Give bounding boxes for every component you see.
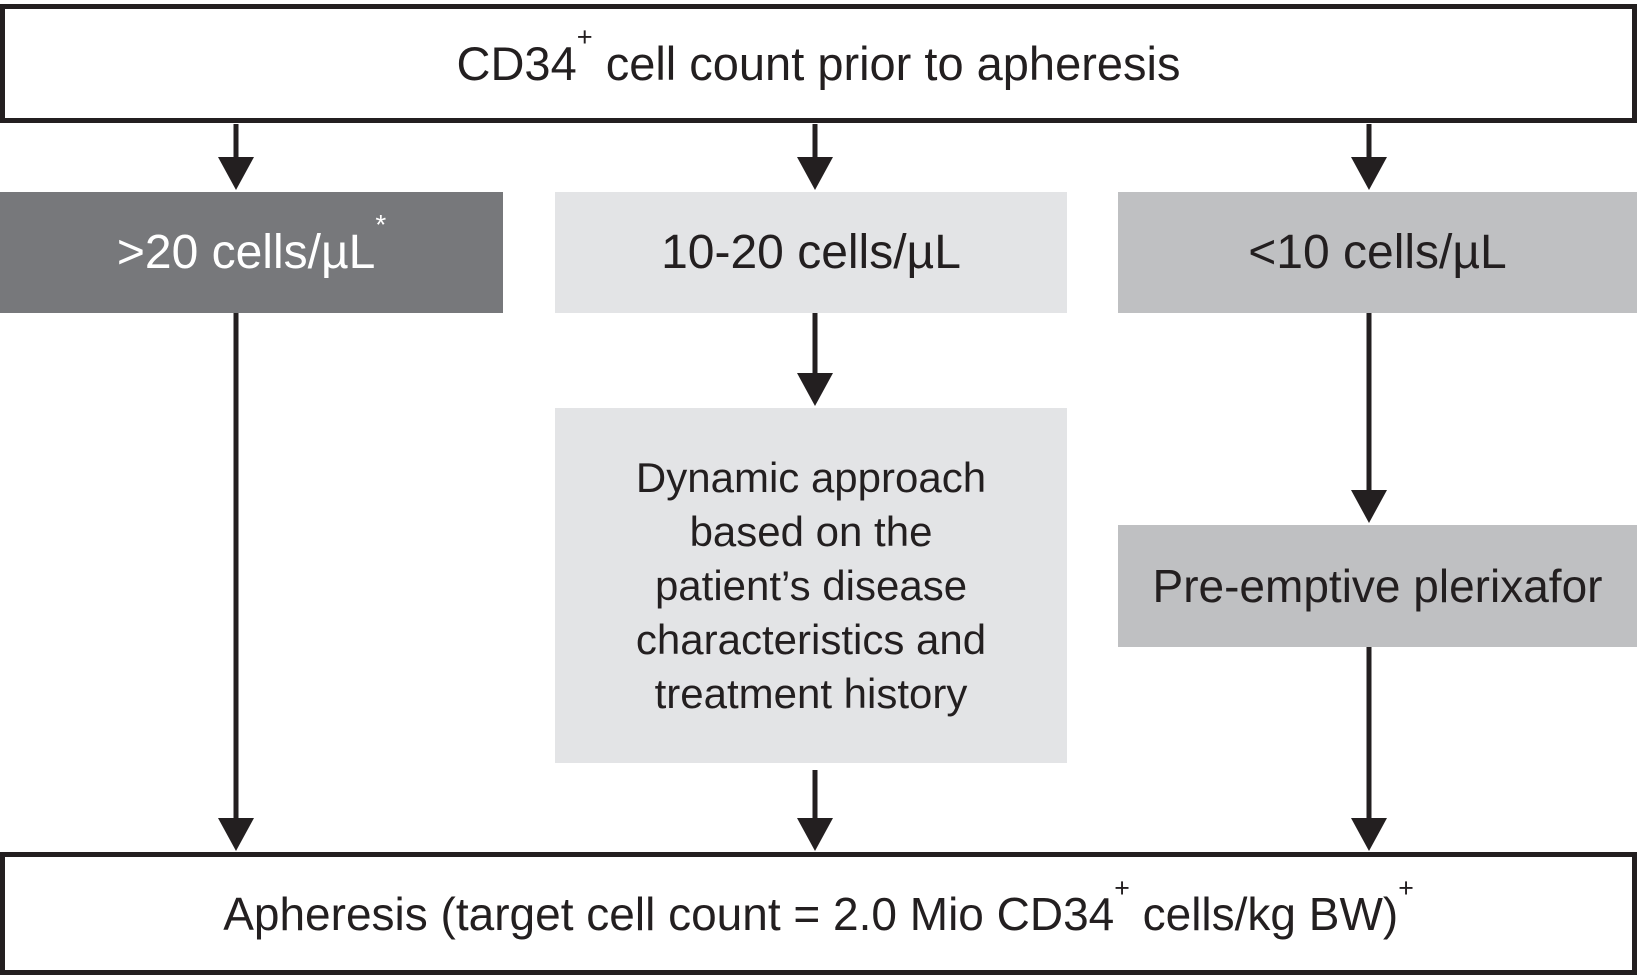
node-label: >20 cells/µL* [116,208,387,279]
arrow-down-icon-mid-to-dynamic [797,313,833,406]
arrow-down-icon-plerixafor-to-apheresis [1351,647,1387,851]
node-label: Pre-emptive plerixafor [1152,560,1603,612]
arrow-down-icon-top-to-mid [797,124,833,190]
node-branch-over-20: >20 cells/µL* [0,192,503,313]
node-dynamic-approach: Dynamic approach based on the patient’s … [555,408,1067,763]
arrow-head [218,818,254,851]
arrow-head [797,373,833,406]
arrow-head [1351,490,1387,523]
arrow-head [797,157,833,190]
superscript-plus: + [1114,872,1130,903]
arrow-head [218,157,254,190]
node-label-line: patient’s disease [654,561,968,609]
arrow-down-icon-dynamic-to-apheresis [797,770,833,851]
node-label: <10 cells/µL [1248,226,1507,279]
arrow-head [797,818,833,851]
node-label-line: treatment history [654,669,968,717]
arrow-head [1351,157,1387,190]
arrow-down-icon-low-to-plerixafor [1351,313,1387,523]
node-label: Apheresis (target cell count = 2.0 Mio C… [223,872,1414,940]
node-label-line: characteristics and [635,615,987,663]
arrow-down-icon-high-to-apheresis [218,313,254,851]
node-preemptive-plerixafor: Pre-emptive plerixafor [1118,525,1637,647]
arrow-down-icon-top-to-high [218,124,254,190]
arrow-head [1351,818,1387,851]
node-label: CD34+ cell count prior to apheresis [456,21,1181,90]
superscript-plus: + [576,21,593,53]
superscript-plus: + [1398,872,1414,903]
node-cd34-count-prior: CD34+ cell count prior to apheresis [0,4,1637,123]
arrow-down-icon-top-to-low [1351,124,1387,190]
node-label-line: based on the [689,507,933,555]
node-branch-10-to-20: 10-20 cells/µL [555,192,1067,313]
node-label: 10-20 cells/µL [661,226,961,279]
node-apheresis-target: Apheresis (target cell count = 2.0 Mio C… [0,852,1637,975]
node-branch-under-10: <10 cells/µL [1118,192,1637,313]
node-label-line: Dynamic approach [635,453,987,501]
superscript-asterisk: * [375,208,387,240]
